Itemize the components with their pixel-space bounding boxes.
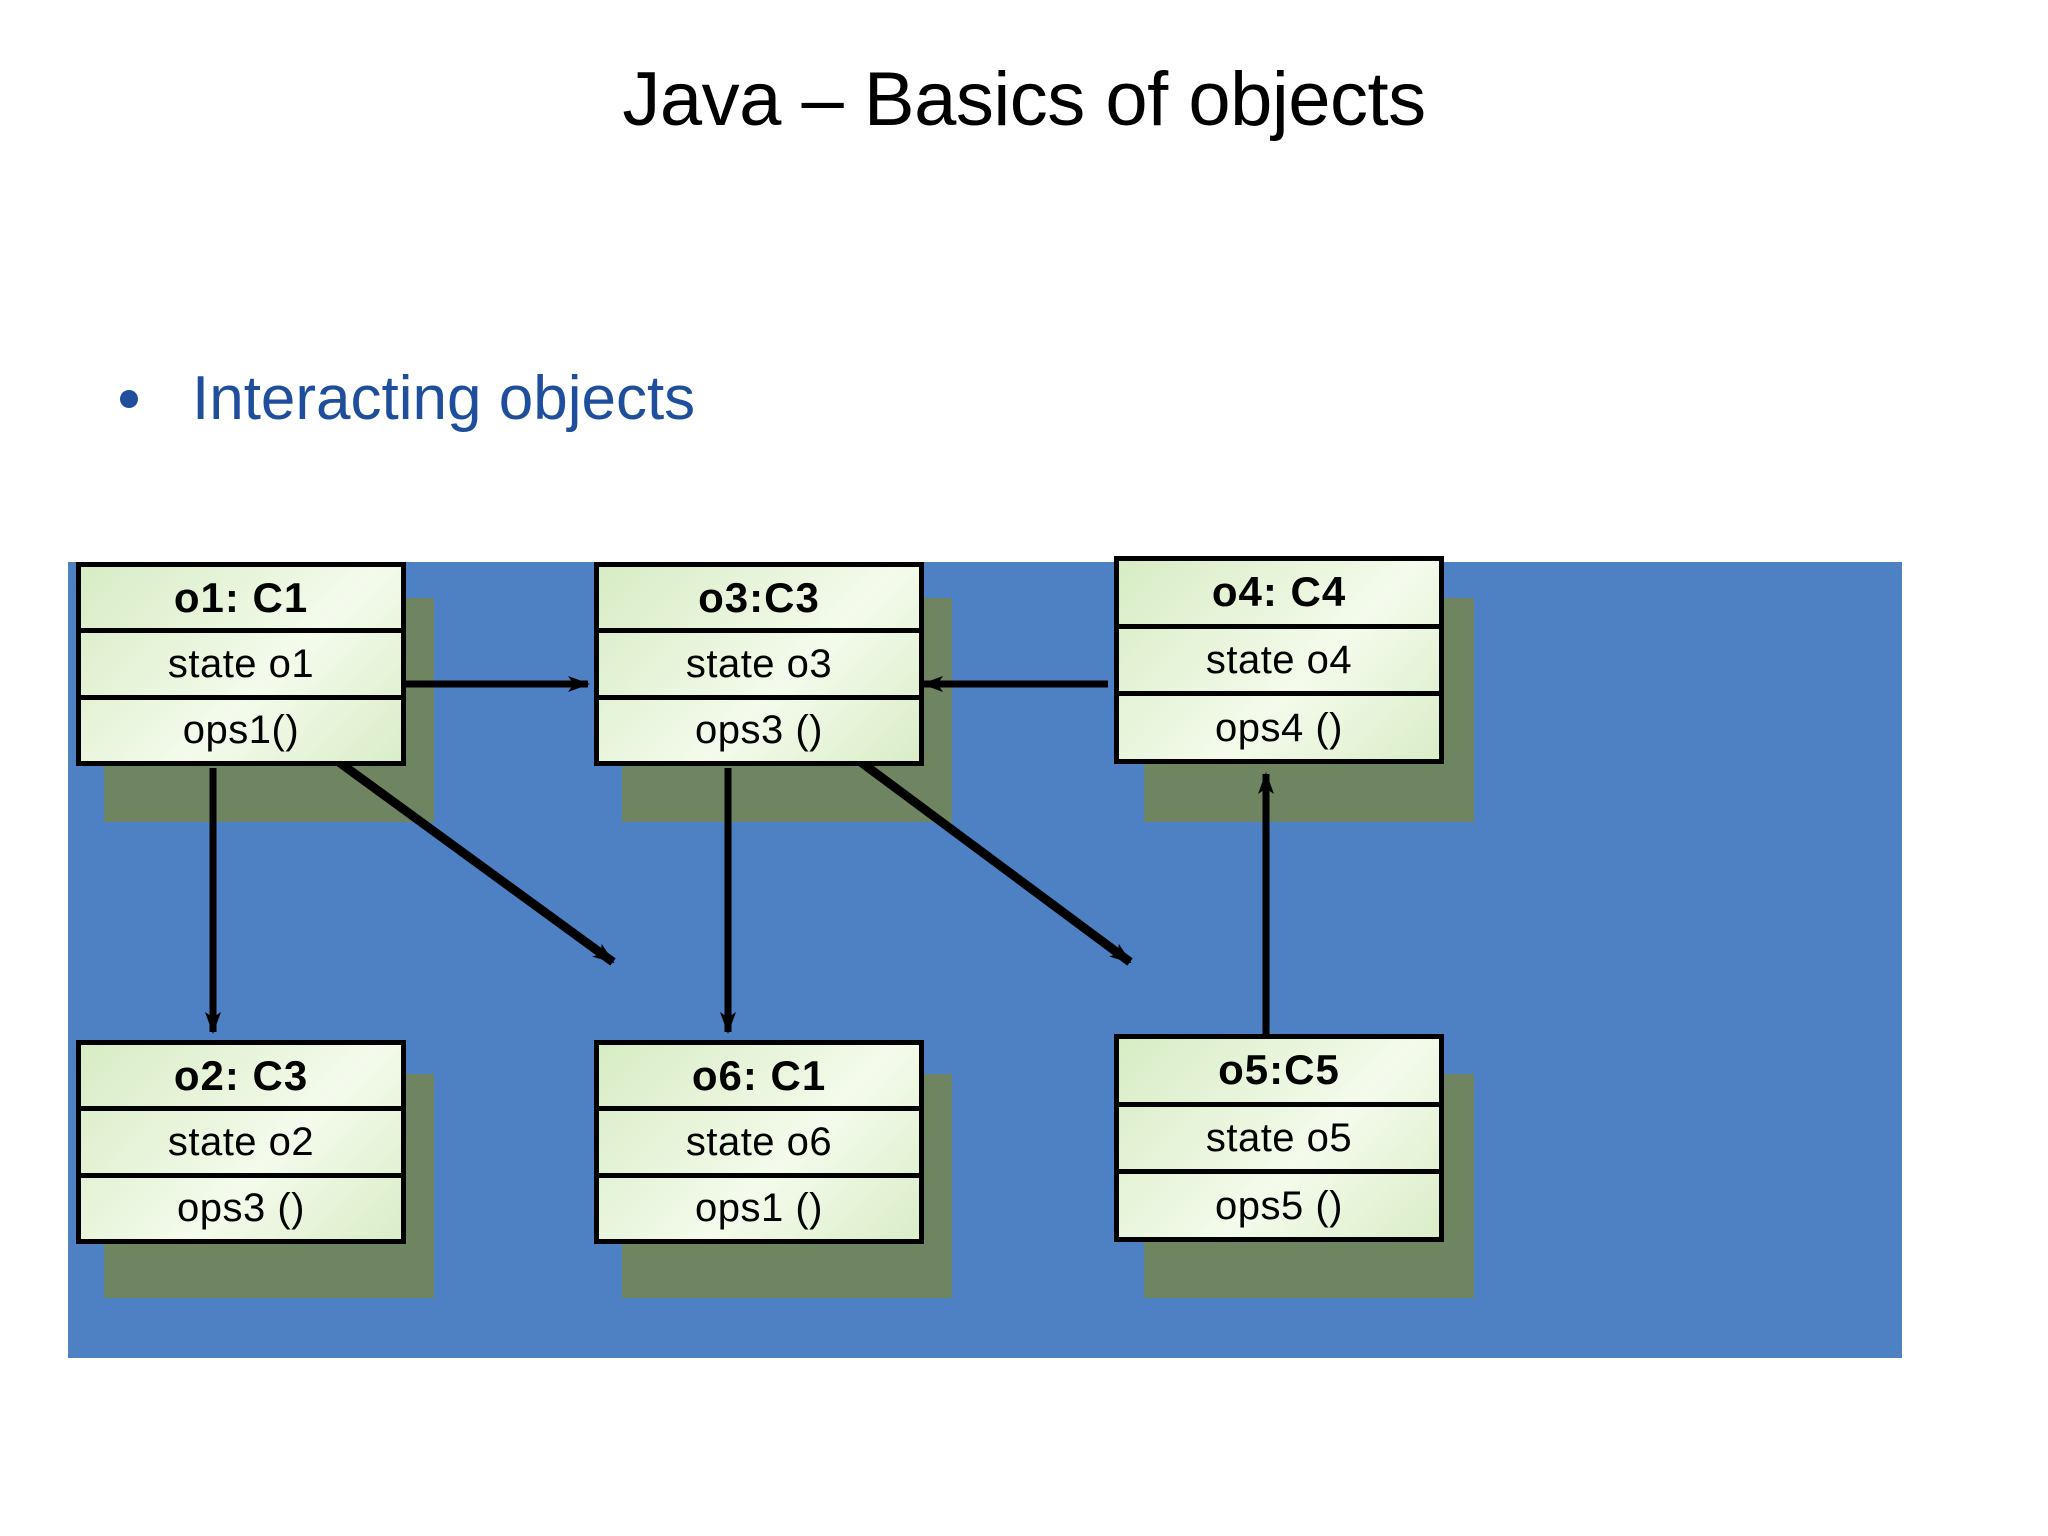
object-box-operation: ops1(): [182, 708, 300, 753]
object-box-o1[interactable]: o1: C1 state o1 ops1(): [76, 562, 406, 766]
object-box-header: o5:C5: [1119, 1039, 1439, 1107]
object-box-header: o1: C1: [81, 567, 401, 634]
bullet-item-label: Interacting objects: [192, 364, 696, 433]
object-box-state: state o2: [81, 1111, 401, 1178]
object-box-header: o2: C3: [81, 1045, 401, 1112]
connector-o3-to-o5: [855, 756, 1133, 966]
bullet-list-item: Interacting objects: [120, 368, 695, 430]
object-box-state: state o6: [599, 1111, 919, 1178]
object-box-operation: ops4 (): [1215, 705, 1343, 750]
object-box-operation: ops3 (): [177, 1186, 305, 1231]
connector-layer: [205, 676, 1274, 1037]
object-box-state: state o3: [599, 633, 919, 700]
object-box-state: state o1: [81, 633, 401, 700]
connector-o1-to-o6: [333, 756, 616, 966]
object-box-operation: ops5 (): [1215, 1183, 1343, 1228]
object-box-state: state o4: [1119, 629, 1439, 697]
bullet-point-icon: [120, 390, 138, 408]
object-box-operation: ops1 (): [695, 1186, 823, 1231]
object-diagram-panel: o1: C1 state o1 ops1() o3:C3 state o3 op…: [68, 556, 1902, 1358]
object-box-o4[interactable]: o4: C4 state o4 ops4 (): [1114, 556, 1444, 764]
object-box-o6[interactable]: o6: C1 state o6 ops1 (): [594, 1040, 924, 1244]
page-title: Java – Basics of objects: [622, 57, 1426, 142]
object-box-header: o6: C1: [599, 1045, 919, 1112]
object-box-header: o4: C4: [1119, 561, 1439, 629]
object-box-header: o3:C3: [599, 567, 919, 634]
object-box-o3[interactable]: o3:C3 state o3 ops3 (): [594, 562, 924, 766]
object-box-o5[interactable]: o5:C5 state o5 ops5 (): [1114, 1034, 1444, 1242]
object-box-state: state o5: [1119, 1107, 1439, 1175]
object-box-operation: ops3 (): [695, 708, 823, 753]
object-box-o2[interactable]: o2: C3 state o2 ops3 (): [76, 1040, 406, 1244]
